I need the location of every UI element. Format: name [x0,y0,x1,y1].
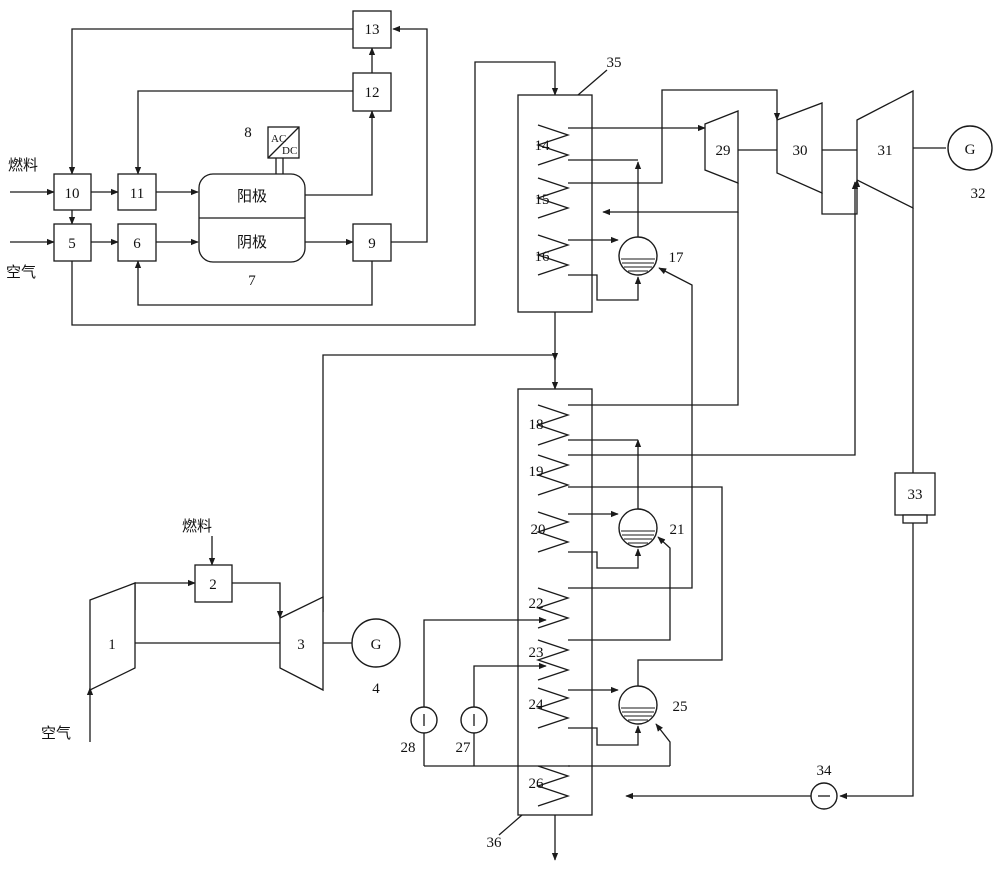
label-32: 32 [971,186,986,202]
gt-air-label: 空气 [41,724,71,742]
leader-36 [499,815,522,835]
label-31: 31 [878,143,893,159]
label-24: 24 [529,697,545,713]
label-8: 8 [244,125,252,141]
air-label: 空气 [6,263,36,281]
condenser-to-pump-34 [840,523,913,796]
line-combustor-to-turbine [232,583,280,618]
label-5: 5 [68,236,76,252]
label-2: 2 [209,577,217,593]
label-4: 4 [372,681,380,697]
label-33: 33 [908,487,923,503]
drum-17 [619,237,657,275]
label-13: 13 [365,22,380,38]
generator-4-symbol: G [371,637,382,653]
hrsg-35: 35 14 15 16 17 [518,55,857,360]
anode-exhaust-line [303,111,372,195]
leader-35 [578,70,607,95]
line-9-to-13 [391,29,427,242]
inverter-dc-label: DC [282,145,297,157]
label-12: 12 [365,85,380,101]
label-26: 26 [529,776,545,792]
label-10: 10 [65,186,80,202]
label-21: 21 [670,522,685,538]
label-29: 29 [716,143,731,159]
label-27: 27 [456,740,472,756]
label-34: 34 [817,763,833,779]
header-to-drum-25 [656,724,670,766]
line-compressor-to-combustor [135,583,195,610]
label-19: 19 [529,464,544,480]
label-22: 22 [529,596,544,612]
label-9: 9 [368,236,376,252]
gt-fuel-label: 燃料 [182,517,212,535]
label-3: 3 [297,637,305,653]
generator-32-symbol: G [965,142,976,158]
cathode-label: 阴极 [237,233,267,251]
label-17: 17 [669,250,685,266]
label-16: 16 [535,249,551,265]
label-15: 15 [535,192,550,208]
label-20: 20 [531,522,546,538]
label-36: 36 [487,835,503,851]
label-18: 18 [529,417,544,433]
condenser-33-base [903,515,927,523]
coil-19-to-turbine-31 [568,182,855,455]
drum-25 [619,686,657,724]
label-23: 23 [529,645,544,661]
drum-21 [619,509,657,547]
inverter-ac-label: AC [271,133,286,145]
label-6: 6 [133,236,141,252]
label-35: 35 [607,55,622,71]
label-14: 14 [535,138,551,154]
recycle-13-to-10 [72,29,353,174]
label-28: 28 [401,740,416,756]
hrsg-36: 36 18 19 20 22 23 24 26 21 25 [401,182,856,860]
coil-18-to-reheat-line [568,212,738,405]
label-30: 30 [793,143,808,159]
label-11: 11 [130,186,144,202]
label-7: 7 [248,273,256,289]
anode-label: 阳极 [237,187,267,205]
fuel-cell-section: 燃料 空气 阳极 阴极 AC DC 10 5 11 6 13 12 9 8 7 [6,11,555,325]
turbine-29-exhaust-to-coil-15 [603,183,738,212]
label-1: 1 [108,637,116,653]
fuel-label: 燃料 [8,156,38,174]
gas-turbine-section: 1 2 3 G 4 燃料 空气 [41,355,555,742]
label-25: 25 [673,699,688,715]
turbine-30-to-turbine-31 [822,180,857,214]
coil-15-to-turbine-30 [568,90,777,183]
